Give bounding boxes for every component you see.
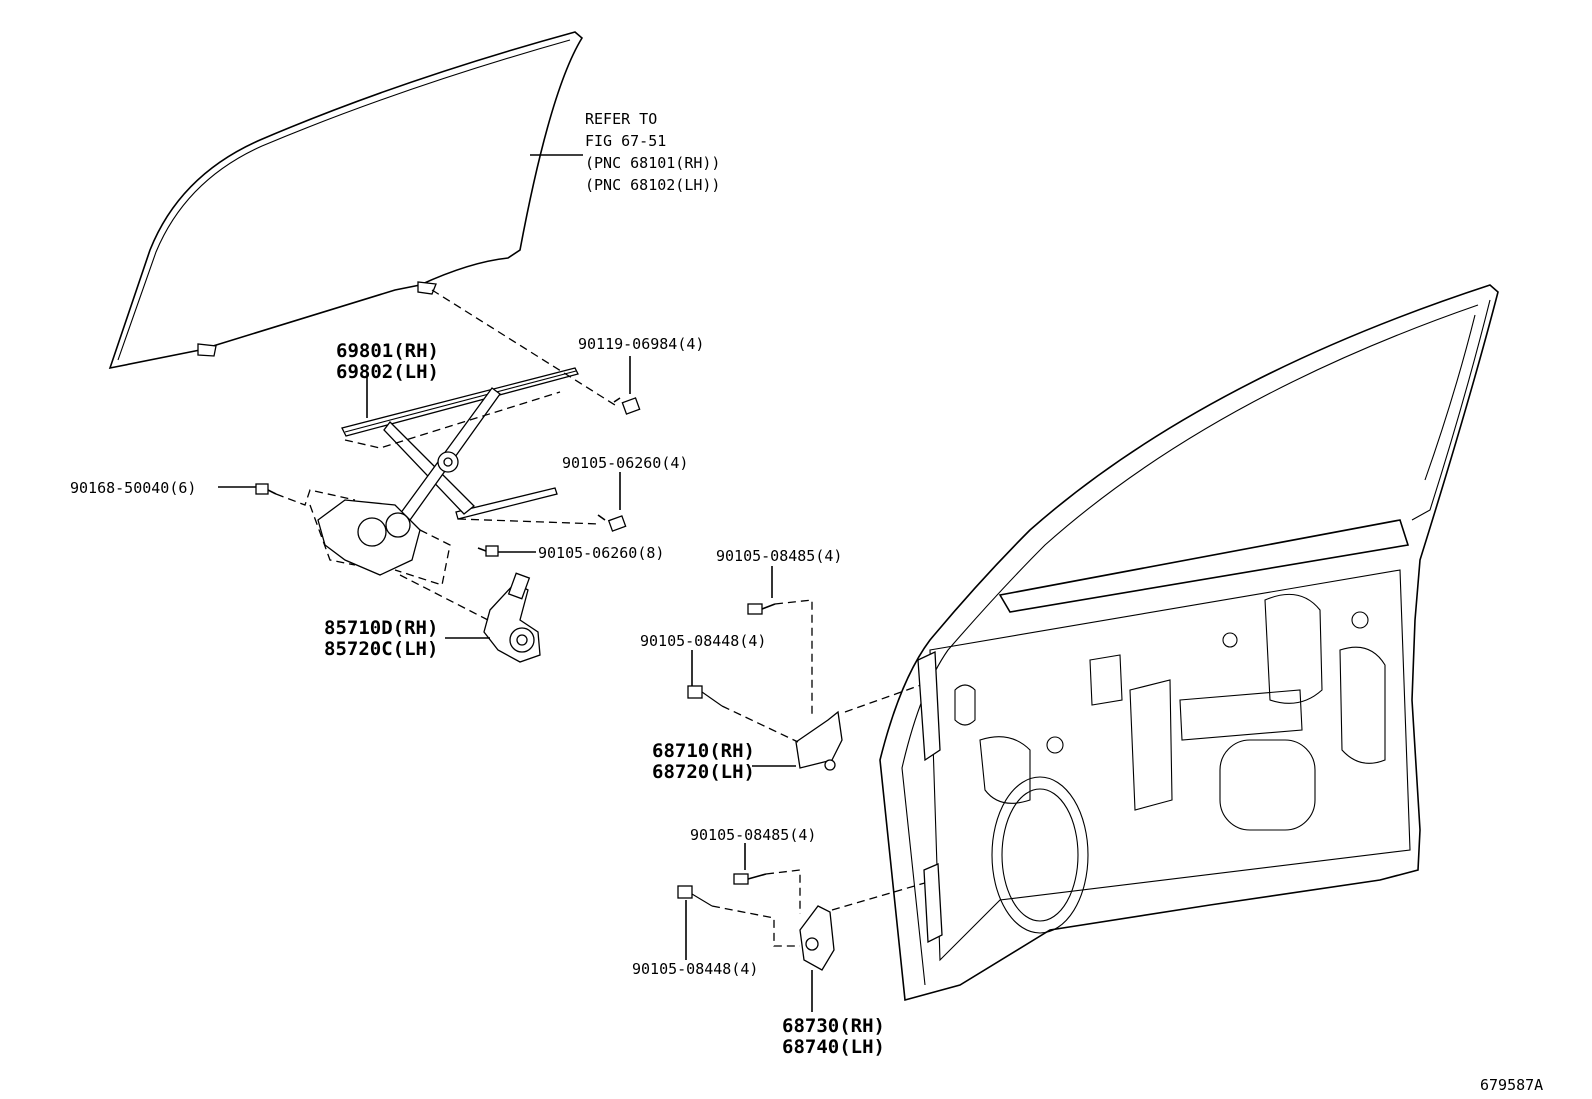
bolt-90105-06260-lower — [477, 545, 536, 557]
regulator-motor — [445, 572, 541, 663]
glass-note-line-1: REFER TO — [585, 110, 657, 128]
label-bolt-90119: 90119-06984(4) — [578, 335, 704, 353]
glass-note-line-4: (PNC 68102(LH)) — [585, 176, 720, 194]
label-upper-hinge-bolt-b: 90105-08448(4) — [640, 632, 766, 650]
label-lower-hinge-bolt-a: 90105-08485(4) — [690, 826, 816, 844]
motor-part-lh: 85720C(LH) — [324, 638, 438, 660]
upper-hinge-part-rh: 68710(RH) — [652, 740, 755, 762]
bolt-90119-06984 — [613, 356, 641, 415]
upper-hinge-part-lh: 68720(LH) — [652, 761, 755, 783]
lower-door-hinge — [799, 905, 835, 1012]
door-glass — [108, 31, 584, 370]
front-door-panel — [879, 284, 1499, 1002]
figure-id: 679587A — [1480, 1076, 1543, 1094]
upper-door-hinge — [752, 710, 843, 771]
motor-part-rh: 85710D(RH) — [324, 617, 438, 639]
bolt-90105-06260-upper — [597, 472, 627, 532]
regulator-part-rh: 69801(RH) — [336, 340, 439, 362]
glass-note-line-2: FIG 67-51 — [585, 132, 666, 150]
callout-glass-note: REFER TO FIG 67-51 (PNC 68101(RH)) (PNC … — [585, 110, 720, 194]
glass-note-line-3: (PNC 68101(RH)) — [585, 154, 720, 172]
bolt-lower-hinge-a — [733, 843, 767, 885]
bolt-upper-hinge-b — [687, 650, 723, 707]
label-bolt-90168: 90168-50040(6) — [70, 479, 196, 497]
bolt-upper-hinge-a — [747, 566, 776, 615]
lower-hinge-part-lh: 68740(LH) — [782, 1036, 885, 1058]
window-regulator — [317, 367, 579, 576]
bolt-lower-hinge-b — [677, 885, 713, 960]
label-lower-hinge-bolt-b: 90105-08448(4) — [632, 960, 758, 978]
lower-hinge-part-rh: 68730(RH) — [782, 1015, 885, 1037]
regulator-part-lh: 69802(LH) — [336, 361, 439, 383]
label-upper-hinge-bolt-a: 90105-08485(4) — [716, 547, 842, 565]
bolt-90168-50040 — [218, 483, 277, 495]
label-bolt-90105-06260-upper: 90105-06260(4) — [562, 454, 688, 472]
label-bolt-90105-06260-lower: 90105-06260(8) — [538, 544, 664, 562]
assembly-leaders — [275, 289, 936, 947]
